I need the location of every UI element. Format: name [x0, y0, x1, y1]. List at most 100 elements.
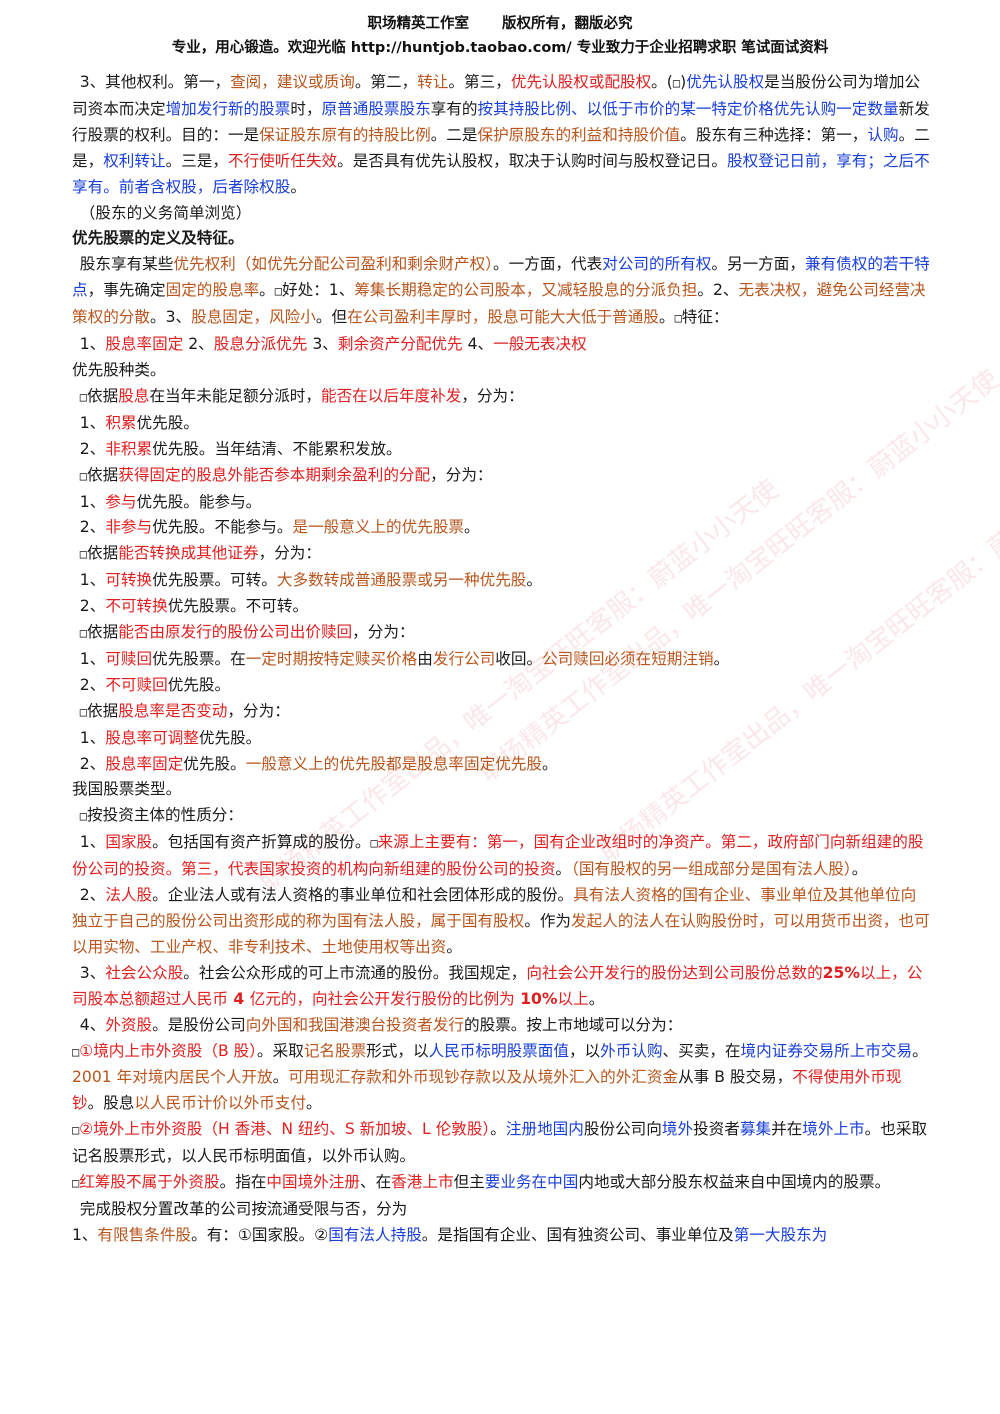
category-redeemable: □依据能否由原发行的股份公司出价赎回，分为：: [72, 620, 930, 647]
text-run: 转让: [417, 73, 449, 91]
text-run: ②境外上市外资股（H 香港、N 纽约、S 新加坡、L 伦敦股）: [79, 1120, 491, 1139]
paragraph-legal-person-shares: 2、法人股。企业法人或有法人资格的事业单位和社会团体形成的股份。具有法人资格的国…: [72, 883, 930, 961]
text-run: 。: [541, 754, 558, 773]
text-run: 优先股。: [167, 675, 231, 694]
text-run: 人民币标明股票面值: [428, 1041, 569, 1060]
text-run: 。股息: [87, 1094, 135, 1113]
text-run: 可赎回: [105, 649, 153, 668]
text-run: 1、: [79, 335, 106, 354]
text-run: 一般无表决权: [493, 335, 587, 354]
text-run: 以上，公司股本总额超过人民币: [72, 963, 923, 1008]
text-run: 、买卖，在: [662, 1041, 741, 1060]
text-run: 。: [290, 177, 306, 196]
text-run: 2、: [79, 675, 106, 694]
text-run: 。: [464, 518, 480, 537]
category-cumulative: □依据股息在当年未能足额分派时，能否在以后年度补发，分为：: [72, 384, 930, 411]
category-by-investor: □按投资主体的性质分：: [72, 803, 930, 830]
text-run: 具有法人资格的国有企业、事业单位及其他单位向独立于自己的股份公司出资形成的称为国…: [72, 886, 917, 930]
text-run: 境外: [661, 1120, 694, 1139]
text-run: 10%: [514, 989, 558, 1008]
text-run: 优先股票。可转。: [152, 571, 277, 590]
bullet-icon: □: [72, 1123, 80, 1138]
text-run: 大多数转成普通股票或另一种优先股: [276, 571, 527, 590]
text-run: 能否转换成其他证券: [118, 544, 259, 563]
text-run: 股份公司向: [583, 1120, 662, 1139]
text-run: 股息率是否变动: [118, 701, 228, 720]
list-item: 2、非参与优先股。不能参与。是一般意义上的优先股票。: [72, 515, 930, 541]
text-run: 。二是: [430, 125, 478, 144]
text-run: 记名股票: [303, 1041, 367, 1060]
header-slogan: 专业，用心锻造。欢迎光临 http://huntjob.taobao.com/ …: [171, 40, 829, 56]
text-run: 。采取: [257, 1041, 304, 1060]
text-run: ，以: [568, 1041, 601, 1060]
text-run: 3、: [307, 335, 338, 354]
paragraph-red-chips: □红筹股不属于外资股。指在中国境外注册、在香港上市但主要业务在中国内地或大部分股…: [72, 1170, 930, 1197]
text-run: 。3、: [149, 308, 192, 327]
text-run: 以人民币计价以外币支付: [134, 1094, 306, 1113]
text-run: 。股东有三种选择：第一，: [680, 125, 868, 144]
text-run: 优先股。能参与。: [136, 492, 262, 511]
bullet-icon: □: [79, 389, 88, 404]
bullet-icon: □: [72, 1044, 80, 1059]
text-run: 积累: [105, 413, 137, 432]
text-run: 4、: [462, 335, 494, 354]
text-run: 对公司的所有权: [602, 255, 712, 274]
text-run: 2、: [79, 439, 106, 458]
text-run: 剩余资产分配优先: [337, 335, 463, 354]
text-run: 依据: [87, 623, 119, 642]
text-run: 股息率固定: [105, 754, 184, 773]
text-run: 筹集长期稳定的公司股本，又减轻股息的分派负担: [354, 281, 698, 300]
text-run: 。二是，: [72, 125, 930, 170]
text-run: 。: [713, 649, 730, 668]
text-run: 并在: [771, 1120, 803, 1139]
text-run: 2001 年对境内居民个人开放: [72, 1068, 273, 1087]
text-run: 、在: [359, 1173, 392, 1192]
text-run: 社会公众股: [105, 963, 184, 982]
text-run: 。指在: [219, 1173, 267, 1192]
text-run: 优先股。不能参与。: [152, 518, 293, 537]
text-run: 。: [272, 1068, 289, 1087]
text-run: 3、: [79, 963, 106, 982]
text-run: 发行公司: [432, 649, 496, 668]
bullet-icon: □: [72, 1176, 80, 1191]
text-run: ，分为：: [430, 465, 493, 484]
text-run: 原普通股票股东: [321, 99, 431, 118]
text-run: 可转换: [105, 571, 153, 590]
paragraph-foreign-shares: 4、外资股。是股份公司向外国和我国港澳台投资者发行的股票。按上市地域可以分为：: [72, 1013, 930, 1039]
heading-preferred-stock: 优先股票的定义及特征。: [72, 226, 930, 252]
text-run: 优先股。当年结清、不能累积发放。: [152, 439, 402, 458]
text-run: 外资股: [105, 1015, 153, 1034]
text-run: 亿元的，向社会公开发行股份的比例为: [249, 989, 515, 1008]
bullet-icon: □: [370, 836, 378, 851]
paragraph-state-shares: 1、国家股。包括国有资产折算成的股份。□来源上主要有：第一，国有企业改组时的净资…: [72, 830, 930, 883]
text-run: 不得使用外币现钞: [72, 1068, 902, 1113]
text-run: 优先股。: [183, 754, 246, 773]
list-item: 2、股息率固定优先股。一般意义上的优先股都是股息率固定优先股。: [72, 752, 930, 778]
text-run: 股权登记日前，享有；之后不享有。前者含权股，后者除权股: [72, 151, 930, 196]
text-run: 权利转让: [103, 151, 166, 170]
text-run: 依据: [87, 465, 119, 484]
text-run: 优先股票。在: [152, 649, 246, 668]
text-run: 好处：1、: [282, 281, 355, 300]
text-run: 。包括国有资产折算成的股份。: [152, 833, 371, 852]
text-run: 有限售条件股: [97, 1225, 192, 1244]
text-run: 向社会公开发行的股份达到公司股份总数的: [526, 963, 823, 982]
text-run: 来源上主要有：第一，国有企业改组时的净资产。第二，政府部门向新组建的股份公司的投…: [72, 833, 924, 879]
text-run: 能否由原发行的股份公司出价赎回: [118, 623, 353, 642]
text-run: 。(: [651, 73, 673, 91]
heading-china-stock-types: 我国股票类型。: [72, 777, 930, 803]
document-body: 3、其他权利。第一，查阅，建议或质询。第二，转让。第三，优先认股权或配股权。(□…: [72, 70, 930, 1249]
text-run: 外币认购: [600, 1041, 663, 1060]
text-run: 固定的股息率: [165, 281, 260, 300]
text-run: 1、: [79, 649, 106, 668]
text-run: 内地或大部分股东权益来自中国境内的股票。: [578, 1173, 891, 1192]
list-item: 1、股息率可调整优先股。: [72, 726, 930, 752]
text-run: 优先认股权: [686, 73, 765, 91]
text-run: 。: [490, 1120, 506, 1139]
text-run: 兼有债权的若干特点: [72, 255, 930, 300]
list-item: 1、可赎回优先股票。在一定时期按特定赎买价格由发行公司收回。公司赎回必须在短期注…: [72, 647, 930, 673]
text-run: 优先认股权或配股权: [510, 73, 652, 91]
text-run: 。有：①国家股。②: [191, 1225, 329, 1244]
text-run: 1、: [79, 492, 106, 511]
text-run: 国家股: [105, 833, 153, 852]
